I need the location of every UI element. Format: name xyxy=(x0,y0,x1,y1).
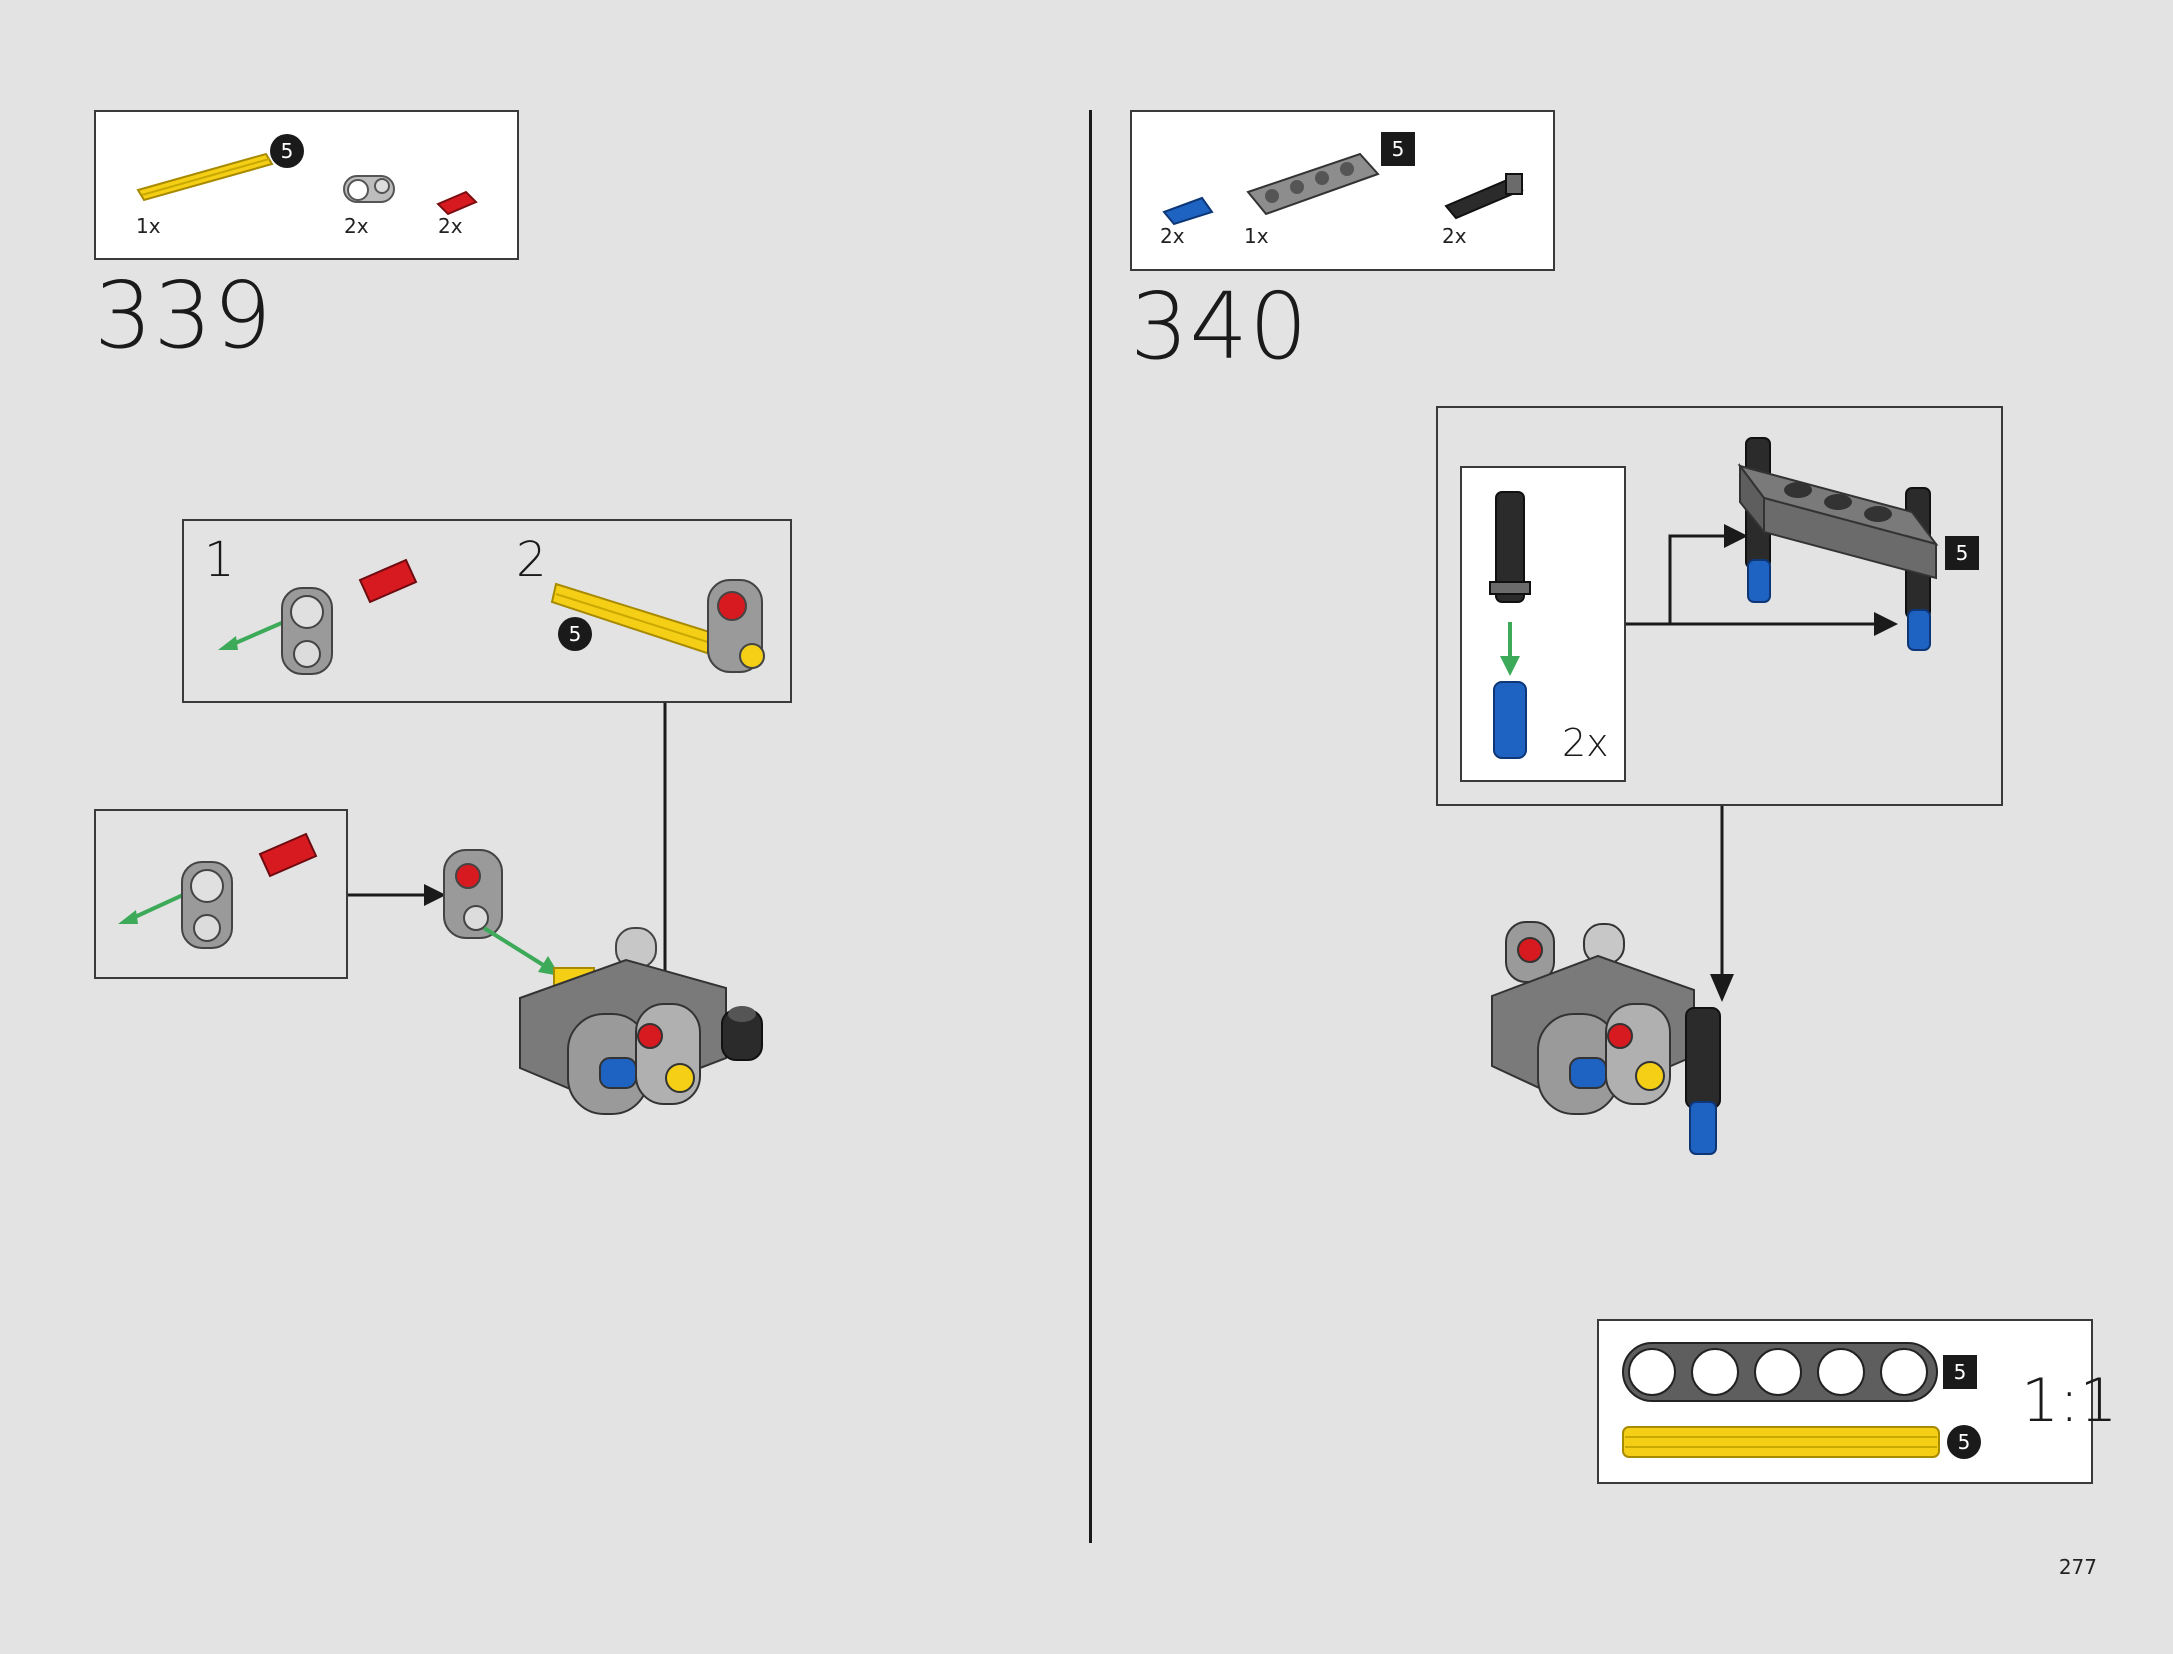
pin-callout-340 xyxy=(1460,466,1626,782)
part-qty-339-connector: 2x xyxy=(344,214,369,238)
part-qty-339-axle: 1x xyxy=(136,214,161,238)
callout-connector-arrows-icon xyxy=(1626,524,1898,636)
part-badge-339-axle: 5 xyxy=(270,134,304,168)
parts-list-339: 5 1x 2x 2x xyxy=(94,110,519,260)
substep-2-illustration xyxy=(550,579,765,673)
main-assembly-339-illustration xyxy=(519,927,763,1115)
pin-callout-qty: 2x xyxy=(1562,721,1609,765)
beam-with-pins-illustration xyxy=(1737,437,1939,651)
yellow-axle-icon xyxy=(136,152,274,202)
scale-reference-box: 5 5 1:1 xyxy=(1597,1319,2118,1484)
beam-badge-340: 5 xyxy=(1945,536,1979,570)
page-number: 277 xyxy=(2058,1555,2097,1579)
red-pin-icon xyxy=(436,190,478,216)
main-assembly-340-illustration xyxy=(1491,921,1721,1155)
connector-assembly-illustration xyxy=(443,849,560,976)
blue-pin-icon xyxy=(1162,196,1214,226)
gray-connector-icon xyxy=(343,175,395,203)
part-qty-339-pin: 2x xyxy=(438,214,463,238)
step-number-339: 339 xyxy=(94,262,273,369)
scale-beam-badge: 5 xyxy=(1943,1355,1977,1389)
down-arrow-340-icon xyxy=(1710,806,1734,1002)
step-number-340: 340 xyxy=(1130,273,1309,380)
callout-339-illustration xyxy=(118,832,318,949)
axle-1to1-icon xyxy=(1622,1426,1940,1458)
beam-1to1-icon xyxy=(1622,1342,1938,1402)
arrow-icon xyxy=(348,884,446,906)
scale-axle-badge: 5 xyxy=(1947,1425,1981,1459)
substep-2-badge: 5 xyxy=(558,617,592,651)
parts-list-340: 2x 5 1x 2x xyxy=(1130,110,1555,271)
page-divider xyxy=(1089,110,1092,1543)
scale-label: 1:1 xyxy=(2021,1366,2118,1436)
black-pin-icon xyxy=(1444,173,1524,220)
substep-1-illustration xyxy=(218,558,418,675)
substep-label-2: 2 xyxy=(516,532,547,588)
part-qty-340-bluepin: 2x xyxy=(1160,224,1185,248)
part-qty-340-blackpin: 2x xyxy=(1442,224,1467,248)
part-qty-340-beam: 1x xyxy=(1244,224,1269,248)
gray-beam-icon xyxy=(1246,152,1380,216)
pin-callout-illustration xyxy=(1489,491,1531,759)
substep-label-1: 1 xyxy=(204,532,235,588)
part-badge-340-beam: 5 xyxy=(1381,132,1415,166)
